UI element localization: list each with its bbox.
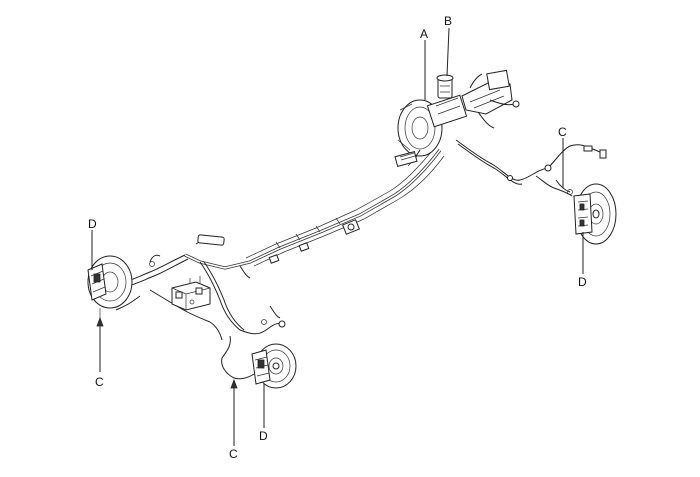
- callout-c-rear-left: C: [95, 375, 104, 389]
- brake-booster-assembly: [394, 69, 520, 168]
- front-right-brake-line: [455, 139, 607, 197]
- callout-a: A: [420, 27, 428, 41]
- abs-hydraulic-unit: [171, 276, 211, 311]
- callout-d-rear-right: D: [259, 429, 268, 443]
- callout-b: B: [444, 14, 452, 28]
- callout-c-rear-right: C: [229, 447, 238, 461]
- rear-left-disc-brake: [87, 255, 133, 318]
- callout-d-rear-left: D: [88, 217, 97, 231]
- rear-right-disc-brake: [251, 343, 297, 389]
- callout-c-front-right: C: [558, 125, 567, 139]
- main-brake-line: [184, 139, 445, 270]
- callout-d-front-right: D: [578, 275, 587, 289]
- front-right-disc-brake: [573, 183, 617, 245]
- leader-lines: [91, 27, 584, 446]
